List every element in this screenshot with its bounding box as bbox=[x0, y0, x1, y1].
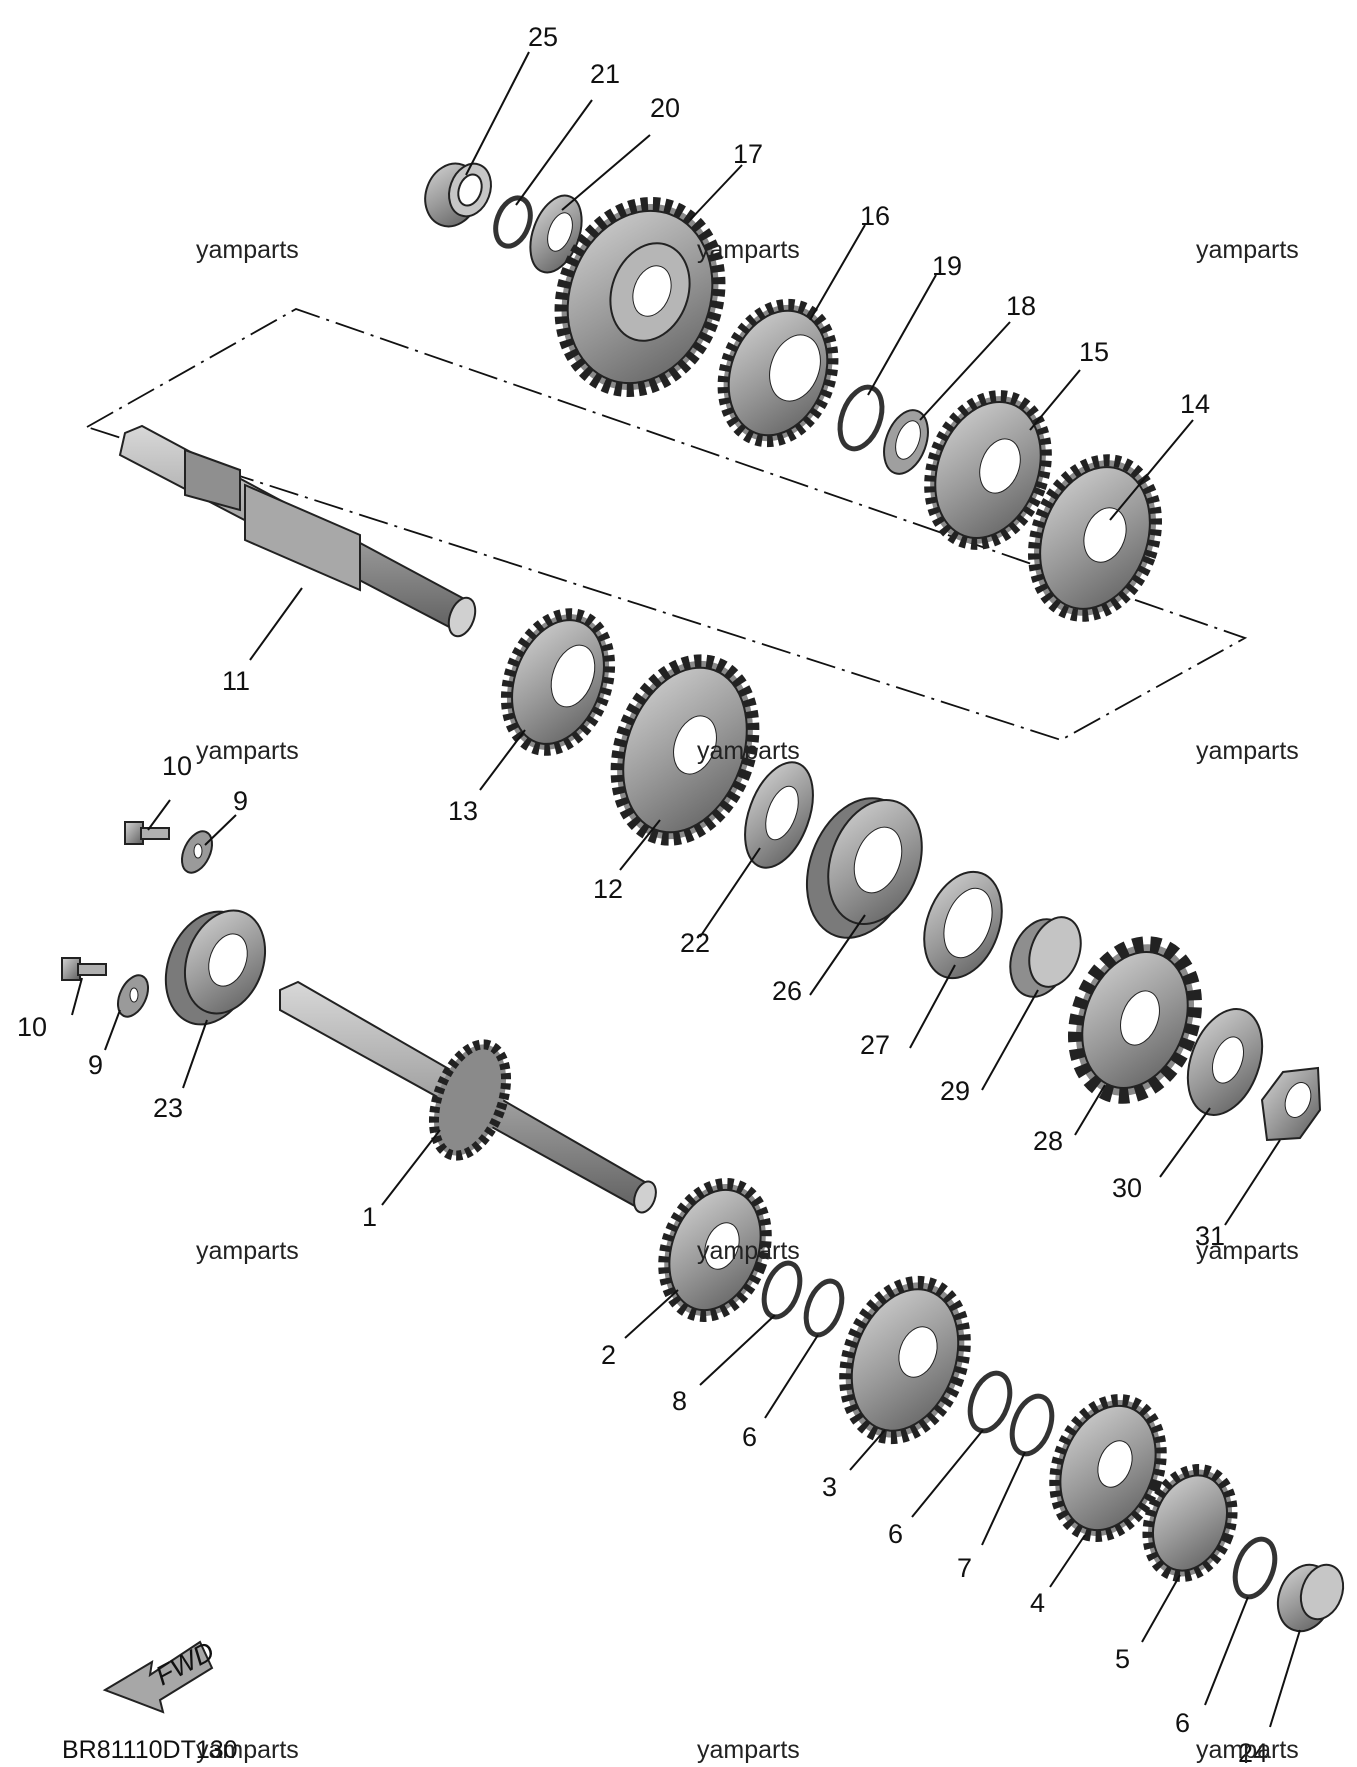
leader-lines bbox=[71, 51, 1301, 1728]
callout-7: 7 bbox=[957, 1553, 972, 1583]
part-6-washer-b[interactable] bbox=[963, 1368, 1017, 1437]
callout-1: 1 bbox=[362, 1202, 377, 1232]
watermark: yamparts bbox=[1196, 1237, 1299, 1265]
callout-17: 17 bbox=[733, 139, 763, 169]
part-1-drive-axle[interactable] bbox=[279, 980, 660, 1215]
callout-6-b: 6 bbox=[888, 1519, 903, 1549]
diagram-code: BR81110DT130 bbox=[62, 1736, 238, 1764]
part-4-gear[interactable] bbox=[1037, 1385, 1179, 1551]
part-29-collar[interactable] bbox=[1000, 910, 1090, 1005]
part-18-lock-washer[interactable] bbox=[876, 404, 936, 480]
callout-31: 31 bbox=[1195, 1221, 1225, 1251]
watermark: yamparts bbox=[1196, 737, 1299, 765]
callout-28: 28 bbox=[1033, 1126, 1063, 1156]
callout-27: 27 bbox=[860, 1030, 890, 1060]
callout-13: 13 bbox=[448, 796, 478, 826]
watermark: yamparts bbox=[697, 1736, 800, 1764]
part-26-bearing[interactable] bbox=[788, 783, 938, 953]
part-28-drive-sprocket[interactable] bbox=[1056, 928, 1215, 1113]
callout-10-lower: 10 bbox=[17, 1012, 47, 1042]
part-12-gear[interactable] bbox=[593, 642, 776, 859]
watermark: yamparts bbox=[196, 236, 299, 264]
callout-6-a: 6 bbox=[742, 1422, 757, 1452]
part-20-washer[interactable] bbox=[521, 189, 592, 280]
part-22-washer[interactable] bbox=[732, 753, 826, 877]
part-10-bolt-upper[interactable] bbox=[124, 821, 170, 845]
part-23-bearing[interactable] bbox=[151, 899, 279, 1037]
callout-4: 4 bbox=[1030, 1588, 1045, 1618]
watermark: yamparts bbox=[1196, 1736, 1299, 1764]
part-13-gear[interactable] bbox=[489, 600, 627, 764]
part-7-circlip[interactable] bbox=[1005, 1391, 1059, 1460]
callout-25: 25 bbox=[528, 22, 558, 52]
callout-26: 26 bbox=[772, 976, 802, 1006]
watermark: yamparts bbox=[196, 1736, 299, 1764]
callout-22: 22 bbox=[680, 928, 710, 958]
part-14-gear[interactable] bbox=[1013, 443, 1177, 633]
part-6-washer-c[interactable] bbox=[1228, 1534, 1282, 1603]
callout-21: 21 bbox=[590, 59, 620, 89]
part-17-gear[interactable] bbox=[536, 182, 744, 413]
part-5-gear[interactable] bbox=[1134, 1458, 1247, 1589]
part-9-washer-lower[interactable] bbox=[112, 971, 154, 1022]
callout-29: 29 bbox=[940, 1076, 970, 1106]
callout-30: 30 bbox=[1112, 1173, 1142, 1203]
part-15-gear[interactable] bbox=[910, 380, 1065, 560]
part-3-gear[interactable] bbox=[825, 1266, 985, 1455]
callout-6-c: 6 bbox=[1175, 1708, 1190, 1738]
callout-15: 15 bbox=[1079, 337, 1109, 367]
assembly-boundary bbox=[84, 308, 1248, 741]
callout-19: 19 bbox=[932, 251, 962, 281]
part-25-needle-bearing[interactable] bbox=[417, 156, 498, 234]
callout-24: 24 bbox=[1238, 1738, 1268, 1767]
part-9-washer-upper[interactable] bbox=[176, 827, 218, 878]
watermark: yamparts bbox=[1196, 236, 1299, 264]
part-2-gear[interactable] bbox=[647, 1170, 784, 1331]
callout-14: 14 bbox=[1180, 389, 1210, 419]
watermark: yamparts bbox=[697, 236, 800, 264]
callout-23: 23 bbox=[153, 1093, 183, 1123]
callout-5: 5 bbox=[1115, 1644, 1130, 1674]
callout-3: 3 bbox=[822, 1472, 837, 1502]
part-24-needle-bearing[interactable] bbox=[1269, 1557, 1350, 1639]
part-31-nut[interactable] bbox=[1260, 1066, 1322, 1142]
callout-9-lower: 9 bbox=[88, 1050, 103, 1080]
part-6-washer-a[interactable] bbox=[799, 1276, 848, 1340]
part-27-oil-seal[interactable] bbox=[910, 861, 1015, 989]
part-11-main-axle[interactable] bbox=[118, 424, 480, 640]
callout-11: 11 bbox=[222, 666, 250, 696]
watermark: yamparts bbox=[196, 737, 299, 765]
callout-numbers: 25 21 20 17 16 19 18 15 14 11 13 12 10 9… bbox=[17, 22, 1268, 1767]
callout-20: 20 bbox=[650, 93, 680, 123]
part-16-gear[interactable] bbox=[705, 289, 851, 456]
part-21-circlip[interactable] bbox=[489, 193, 536, 251]
part-10-bolt-lower[interactable] bbox=[61, 957, 107, 981]
fwd-arrow-icon: FWD bbox=[102, 1636, 219, 1714]
callout-2: 2 bbox=[601, 1340, 616, 1370]
watermark: yamparts bbox=[697, 1237, 800, 1265]
watermark: yamparts bbox=[196, 1237, 299, 1265]
part-19-circlip[interactable] bbox=[832, 381, 890, 454]
part-30-lock-washer[interactable] bbox=[1174, 999, 1276, 1126]
callout-9-upper: 9 bbox=[233, 786, 248, 816]
callout-16: 16 bbox=[860, 201, 890, 231]
callout-10-upper: 10 bbox=[162, 751, 192, 781]
watermark: yamparts bbox=[697, 737, 800, 765]
callout-18: 18 bbox=[1006, 291, 1036, 321]
callout-12: 12 bbox=[593, 874, 623, 904]
callout-8: 8 bbox=[672, 1386, 687, 1416]
